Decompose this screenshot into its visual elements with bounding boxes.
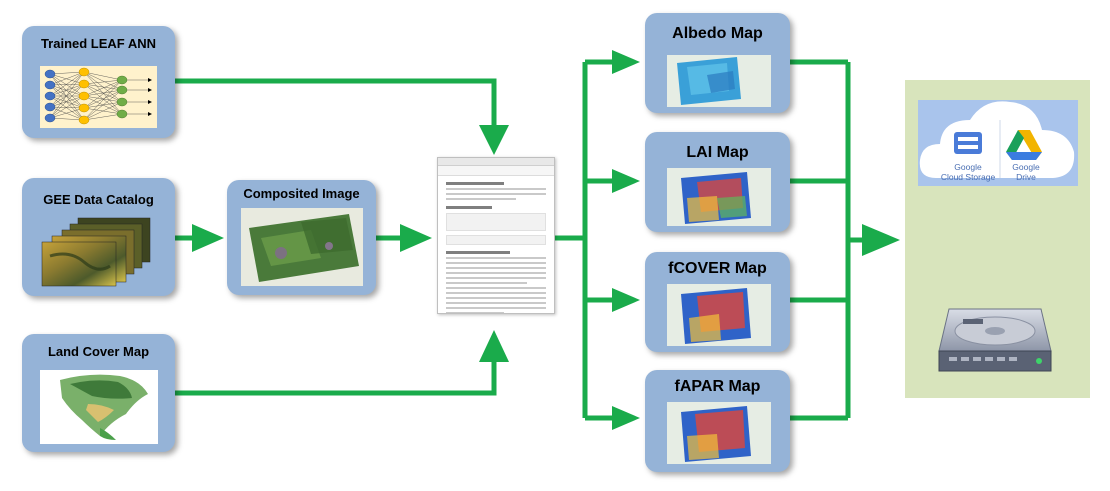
arrow-landcover-to-notebook [175, 362, 497, 396]
lai-map-thumbnail [667, 168, 771, 226]
arrow-ann-to-notebook [175, 78, 497, 125]
albedo-map-box: Albedo Map [645, 13, 790, 113]
composited-image-thumbnail [241, 208, 363, 286]
gee-data-catalog-title: GEE Data Catalog [43, 192, 154, 207]
albedo-map-title: Albedo Map [672, 25, 763, 42]
cloud-storage-label-line1: Google [954, 162, 982, 172]
composited-image-box: Composited Image [227, 180, 376, 295]
notebook-toolbar [438, 166, 554, 176]
trained-leaf-ann-box: Trained LEAF ANN [22, 26, 175, 138]
fcover-map-title: fCOVER Map [668, 260, 767, 277]
notebook-titlebar [438, 158, 554, 166]
python-notebook-screenshot [437, 157, 555, 314]
land-cover-map-title: Land Cover Map [47, 344, 150, 359]
fcover-map-thumbnail [667, 284, 771, 346]
google-cloud-icon: Google Cloud Storage Google Drive [918, 100, 1078, 186]
cloud-storage-icon [954, 132, 982, 154]
fapar-map-title: fAPAR Map [674, 378, 761, 395]
gee-data-catalog-box: GEE Data Catalog [22, 178, 175, 296]
fcover-map-box: fCOVER Map [645, 252, 790, 352]
notebook-code-cell [446, 235, 546, 245]
notebook-code-cell [446, 213, 546, 231]
satellite-image-stack-icon [41, 217, 151, 287]
composited-image-title: Composited Image [243, 186, 360, 201]
lai-map-title: LAI Map [686, 144, 749, 161]
google-drive-icon [1006, 130, 1042, 160]
lai-map-box: LAI Map [645, 132, 790, 232]
trained-leaf-ann-title: Trained LEAF ANN [40, 36, 157, 51]
drive-label-line2: Drive [1016, 172, 1036, 182]
neural-network-icon [40, 66, 157, 128]
fapar-map-box: fAPAR Map [645, 370, 790, 472]
land-cover-thumbnail [40, 370, 158, 444]
fapar-map-thumbnail [667, 402, 771, 464]
land-cover-map-box: Land Cover Map [22, 334, 175, 452]
hard-drive-icon [938, 308, 1052, 372]
albedo-map-thumbnail [667, 55, 771, 107]
cloud-storage-label-line2: Cloud Storage [941, 172, 996, 182]
drive-label-line1: Google [1012, 162, 1040, 172]
